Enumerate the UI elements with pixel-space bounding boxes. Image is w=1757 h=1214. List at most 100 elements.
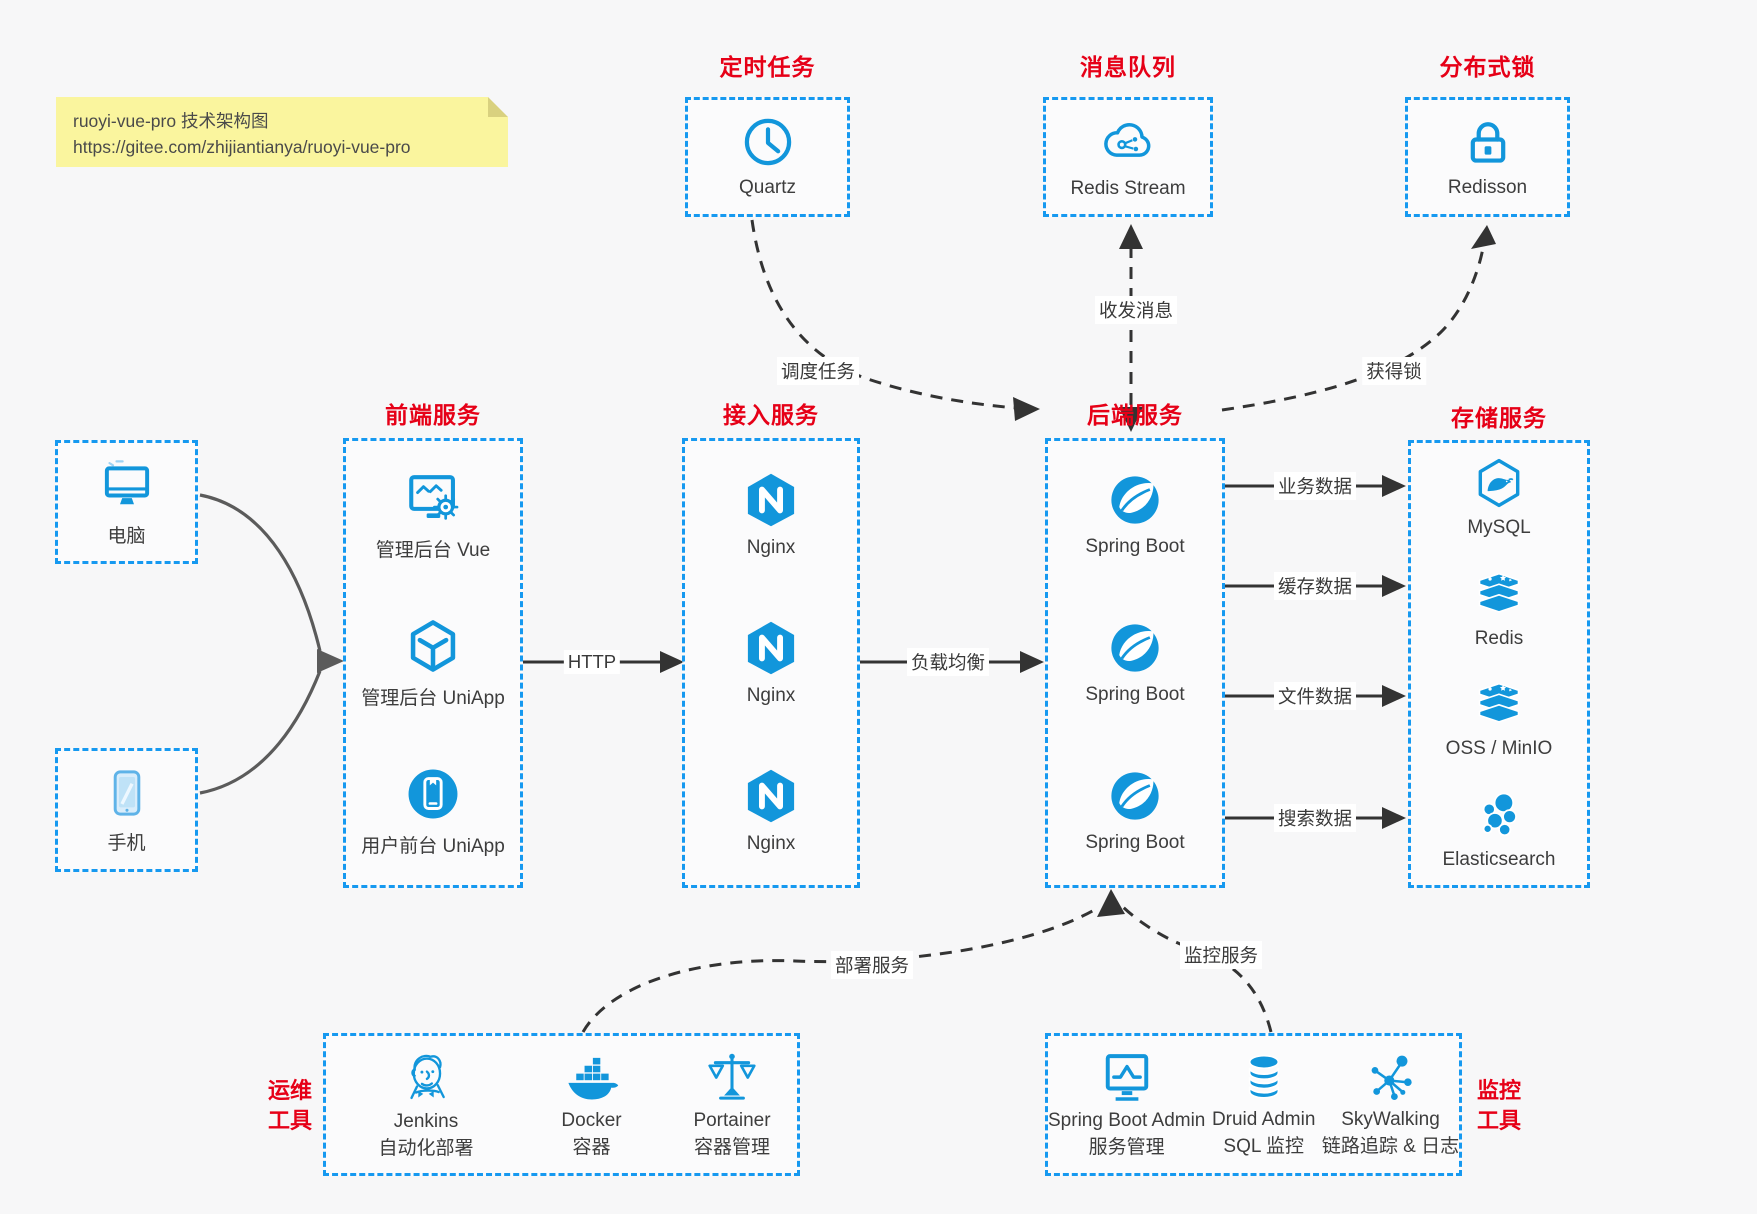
- node-oss-minio: OSS / MinIO: [1411, 664, 1587, 775]
- group-title-scheduler: 定时任务: [719, 54, 816, 80]
- group-box-monitoring: Spring Boot Admin 服务管理 Druid Admin SQL 监…: [1045, 1033, 1462, 1176]
- node-springboot-admin: Spring Boot Admin 服务管理: [1048, 1036, 1205, 1173]
- node-label: Spring Boot: [1085, 684, 1185, 705]
- storage-stack-icon: [1473, 678, 1525, 730]
- group-title-gateway: 接入服务: [723, 402, 819, 428]
- node-redis-stream: Redis Stream: [1046, 100, 1210, 214]
- edge-label-http: HTTP: [563, 650, 621, 674]
- sticky-note: ruoyi-vue-pro 技术架构图 https://gitee.com/zh…: [56, 97, 508, 167]
- admin-chart-icon: [1099, 1050, 1155, 1106]
- node-druid-admin: Druid Admin SQL 监控: [1205, 1036, 1322, 1173]
- ops-side-label-line2: 工具: [267, 1108, 312, 1133]
- node-desc: SQL 监控: [1223, 1135, 1304, 1157]
- client-box-phone: 手机: [55, 748, 198, 872]
- cube-icon: [404, 617, 462, 675]
- ops-side-label-line1: 运维: [267, 1078, 312, 1103]
- spring-icon: [1107, 620, 1163, 676]
- jenkins-icon: [397, 1049, 455, 1107]
- node-label: 管理后台 UniApp: [361, 687, 505, 709]
- node-springboot-1: Spring Boot: [1048, 441, 1222, 589]
- note-url: https://gitee.com/zhijiantianya/ruoyi-vu…: [73, 137, 411, 158]
- ops-side-label: 运维 工具: [240, 1076, 312, 1136]
- group-title-storage: 存储服务: [1451, 405, 1547, 431]
- node-label: Nginx: [746, 685, 796, 706]
- group-box-frontend: 管理后台 Vue 管理后台 UniApp 用户前台 UniApp: [343, 438, 523, 888]
- group-box-mq: Redis Stream: [1043, 97, 1213, 217]
- node-label: OSS / MinIO: [1445, 738, 1553, 760]
- node-name: Docker: [561, 1109, 622, 1131]
- clock-icon: [741, 115, 795, 169]
- node-skywalking: SkyWalking 链路追踪 & 日志: [1322, 1036, 1459, 1173]
- monitoring-side-label: 监控 工具: [1477, 1076, 1549, 1136]
- lock-icon: [1461, 115, 1515, 169]
- node-label: Redisson: [1447, 177, 1528, 198]
- arrowhead-backend: [1097, 889, 1125, 917]
- node-label: Spring Boot: [1085, 536, 1185, 557]
- node-springboot-2: Spring Boot: [1048, 589, 1222, 737]
- monitoring-side-label-line1: 监控: [1477, 1078, 1522, 1103]
- redis-stack-icon: [1473, 568, 1525, 620]
- node-label: MySQL: [1467, 517, 1531, 539]
- edge-phone-to-frontend: [199, 670, 322, 795]
- group-box-backend: Spring Boot Spring Boot Spring Boot: [1045, 438, 1225, 888]
- node-label: Nginx: [746, 537, 796, 558]
- edge-label-acquire-lock: 获得锁: [1362, 357, 1426, 385]
- node-label: Quartz: [738, 177, 797, 198]
- node-desc: 服务管理: [1088, 1136, 1165, 1158]
- node-phone: 手机: [58, 751, 195, 869]
- node-admin-vue: 管理后台 Vue: [346, 441, 520, 589]
- node-admin-uniapp: 管理后台 UniApp: [346, 589, 520, 737]
- edge-label-send-receive-message: 收发消息: [1094, 296, 1178, 324]
- note-title: ruoyi-vue-pro 技术架构图: [73, 111, 269, 131]
- node-user-uniapp: 用户前台 UniApp: [346, 737, 520, 885]
- spring-icon: [1107, 472, 1163, 528]
- desktop-icon: [99, 457, 155, 513]
- elasticsearch-icon: [1473, 789, 1525, 841]
- network-nodes-icon: [1364, 1051, 1418, 1105]
- node-nginx-2: Nginx: [685, 589, 857, 737]
- edge-acquire-lock: [1221, 225, 1496, 412]
- mysql-icon: [1473, 457, 1525, 509]
- edge-label-cache-data: 缓存数据: [1273, 572, 1357, 600]
- admin-monitor-gear-icon: [404, 469, 462, 527]
- node-mysql: MySQL: [1411, 443, 1587, 554]
- edge-schedule-task: [750, 219, 1040, 421]
- node-label: Redis: [1474, 627, 1524, 649]
- edge-label-schedule-task: 调度任务: [776, 357, 860, 385]
- node-label: 管理后台 Vue: [375, 539, 491, 561]
- node-name: Portainer: [693, 1109, 771, 1131]
- node-name: Spring Boot Admin: [1048, 1109, 1206, 1131]
- node-name: Jenkins: [393, 1110, 459, 1132]
- edge-label-monitor-service: 监控服务: [1179, 941, 1263, 969]
- node-nginx-3: Nginx: [685, 737, 857, 885]
- nginx-icon: [742, 471, 800, 529]
- edge-label-search-data: 搜索数据: [1273, 804, 1357, 832]
- node-label: Spring Boot: [1085, 832, 1185, 853]
- nginx-icon: [742, 767, 800, 825]
- group-title-frontend: 前端服务: [385, 402, 481, 428]
- node-redisson: Redisson: [1408, 100, 1567, 214]
- node-springboot-3: Spring Boot: [1048, 737, 1222, 885]
- docker-icon: [564, 1050, 620, 1106]
- group-title-mq: 消息队列: [1080, 54, 1176, 80]
- node-label: Nginx: [746, 833, 796, 854]
- nginx-icon: [742, 619, 800, 677]
- group-box-gateway: Nginx Nginx Nginx: [682, 438, 860, 888]
- node-label: 手机: [107, 832, 146, 854]
- group-title-lock: 分布式锁: [1439, 54, 1536, 80]
- node-desc: 自动化部署: [378, 1137, 474, 1159]
- group-box-storage: MySQL Redis OSS / MinIO Elasticsearch: [1408, 440, 1590, 888]
- edge-pc-to-frontend: [199, 493, 322, 652]
- edge-deploy-service: [581, 907, 1097, 1033]
- edge-label-deploy-service: 部署服务: [830, 951, 914, 979]
- node-elasticsearch: Elasticsearch: [1411, 775, 1587, 886]
- node-label: Redis Stream: [1070, 178, 1186, 199]
- node-quartz: Quartz: [688, 100, 847, 214]
- node-portainer: Portainer 容器管理: [667, 1036, 797, 1173]
- mobile-app-circle-icon: [404, 765, 462, 823]
- node-pc: 电脑: [58, 443, 195, 561]
- group-box-ops: Jenkins 自动化部署 Docker 容器 Portainer 容器管理: [323, 1033, 800, 1176]
- edge-label-load-balance: 负载均衡: [906, 648, 990, 676]
- arrowhead-frontend: [317, 649, 344, 673]
